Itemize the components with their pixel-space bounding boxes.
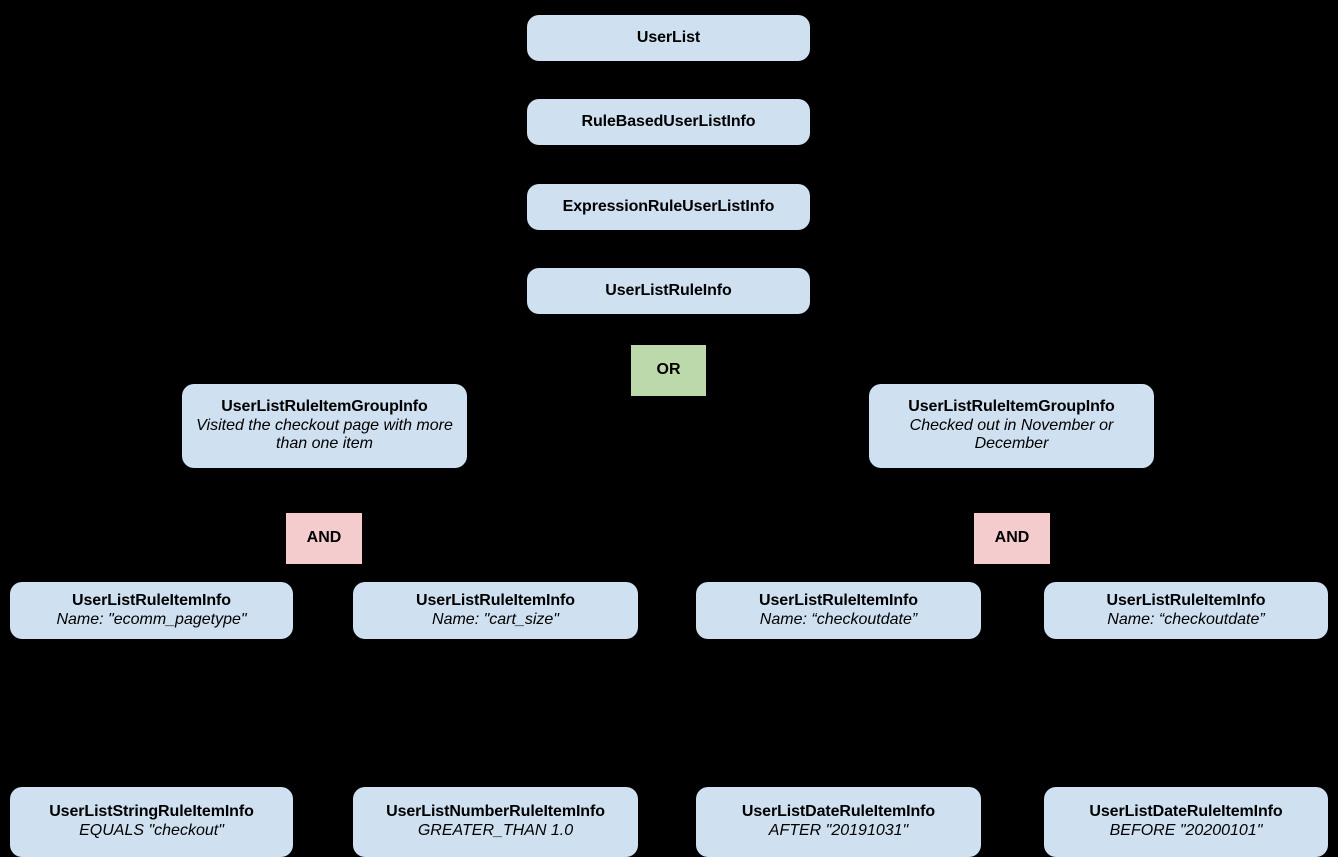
arrowhead [662,260,675,268]
node-title: UserListRuleItemGroupInfo [221,397,428,415]
node-userlistruleinfo[interactable]: UserListRuleInfo [527,268,810,314]
arrowhead [318,505,330,513]
node-subtitle: GREATER_THAN 1.0 [417,822,574,839]
node-title: UserListRuleItemInfo [416,591,575,609]
arrowhead [662,337,675,345]
node-title: UserListDateRuleItemInfo [741,803,936,821]
node-subtitle: Name: "ecomm_pagetype" [56,610,247,628]
arrowhead [662,176,675,184]
arrowhead [1005,376,1018,384]
arrowhead [489,574,502,582]
node-title: UserListRuleItemGroupInfo [908,397,1115,415]
node-title: AND [994,529,1030,547]
arrowhead [1180,779,1192,787]
node-rulebased[interactable]: RuleBasedUserListInfo [527,99,810,145]
arrowhead [145,574,158,582]
node-title: UserListRuleInfo [605,281,732,299]
arrowhead [489,779,502,787]
edge-group-left-to-and-left [323,467,326,508]
node-userlist[interactable]: UserList [527,15,810,61]
edge-and-left-to-item-1 [150,563,325,577]
edge-and-right-to-item-4 [1011,563,1187,577]
node-subtitle: Name: "cart_size" [432,610,559,628]
arrowhead [832,574,845,582]
node-title: UserListRuleItemInfo [759,591,918,609]
node-subtitle: Visited the checkout page with more than… [196,416,453,453]
arrowhead [1006,505,1018,513]
node-title: UserListStringRuleItemInfo [49,803,254,821]
node-or[interactable]: OR [631,345,706,396]
edge-and-right-to-item-3 [837,563,1013,577]
arrowhead [145,779,158,787]
node-subtitle: BEFORE "20200101" [1109,822,1263,839]
arrowhead [662,91,675,99]
node-title: UserListRuleItemInfo [72,591,231,609]
node-title: AND [306,529,342,547]
node-and-left[interactable]: AND [286,513,362,564]
arrowhead [1180,574,1192,582]
node-title: UserListNumberRuleItemInfo [386,803,605,821]
node-title: UserListDateRuleItemInfo [1089,803,1283,821]
edge-and-left-to-item-2 [323,563,497,577]
node-subtitle: EQUALS "checkout" [79,822,224,839]
node-title: UserList [636,28,701,46]
node-and-right[interactable]: AND [974,513,1050,564]
node-title: OR [656,361,681,379]
node-expressionrule[interactable]: ExpressionRuleUserListInfo [527,184,810,230]
arrowhead [318,376,331,384]
node-subtitle: Name: “checkoutdate” [759,610,918,628]
edge-group-right-to-and-right [1010,467,1013,508]
node-subtitle: Checked out in November or December [909,416,1114,453]
node-title: RuleBasedUserListInfo [581,112,756,130]
node-title: ExpressionRuleUserListInfo [562,197,775,215]
arrowhead [832,779,845,787]
node-subtitle: AFTER "20191031" [768,822,909,839]
node-title: UserListRuleItemInfo [1106,591,1266,609]
node-subtitle: Name: “checkoutdate” [1107,610,1265,628]
